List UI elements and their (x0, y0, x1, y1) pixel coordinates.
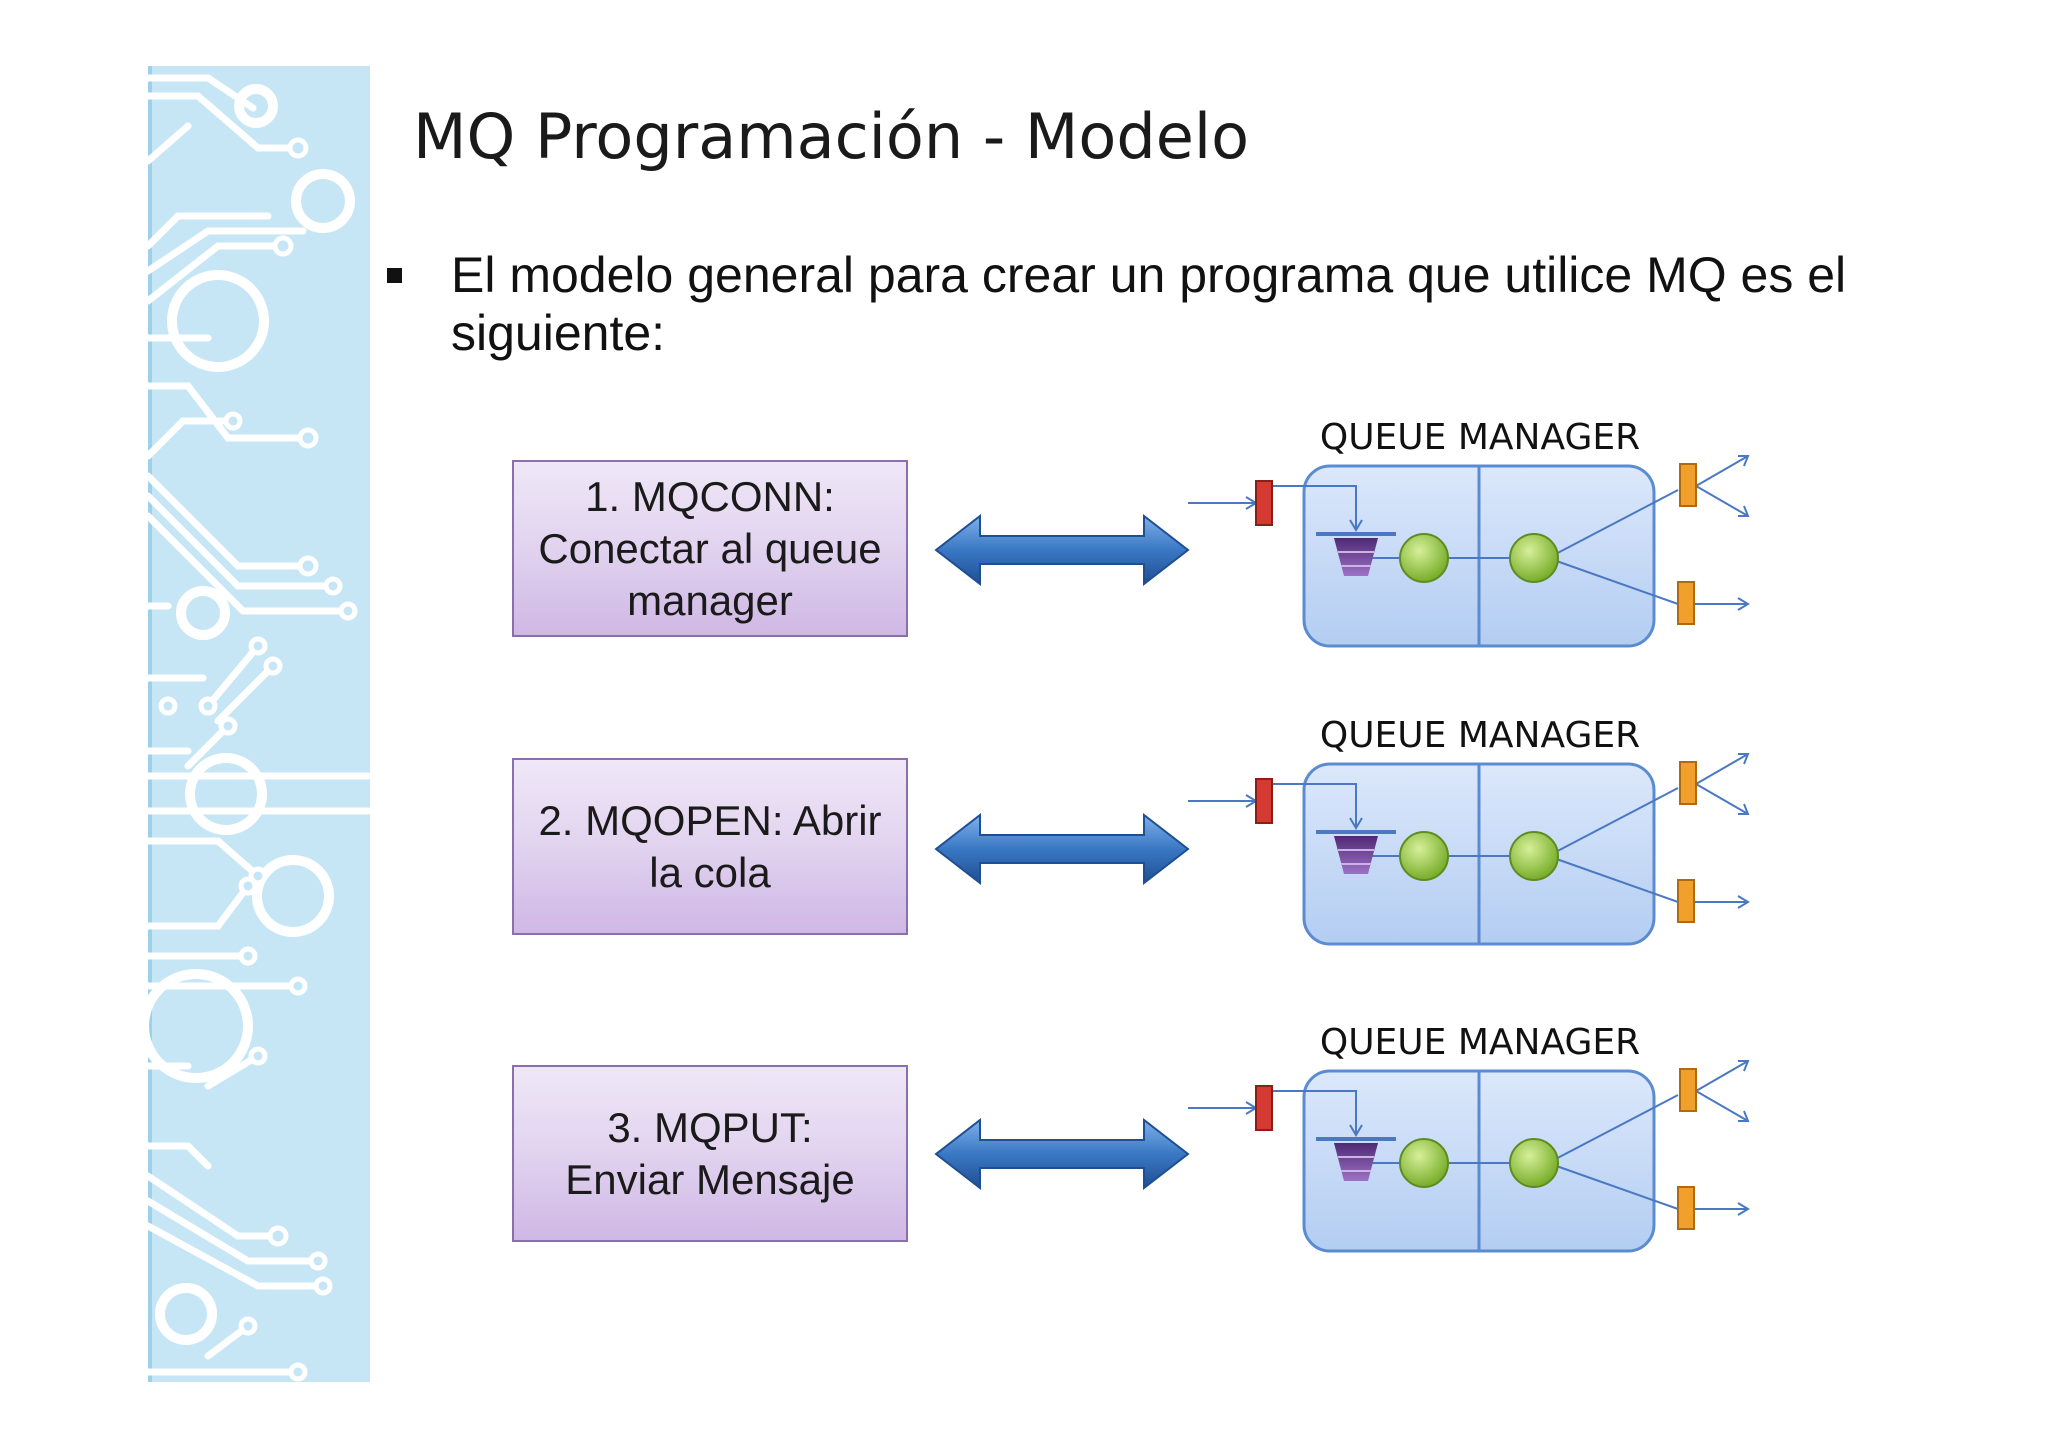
step-label: 1. MQCONN: Conectar al queue manager (538, 472, 882, 624)
queue-manager-label: QUEUE MANAGER (1319, 1022, 1641, 1063)
step-label: 3. MQPUT: Enviar Mensaje (565, 1103, 855, 1203)
slide-title: MQ Programación - Modelo (413, 100, 1250, 173)
step-box-mqconn: 1. MQCONN: Conectar al queue manager (512, 460, 908, 637)
step-box-mqopen: 2. MQOPEN: Abrir la cola (512, 758, 908, 935)
queue-manager-label: QUEUE MANAGER (1319, 715, 1641, 756)
queue-manager-diagram (1188, 455, 1750, 648)
queue-manager-diagram (1188, 753, 1750, 946)
circuit-board-decoration (148, 66, 370, 1382)
bullet-square-icon (387, 268, 402, 283)
queue-manager-label: QUEUE MANAGER (1319, 417, 1641, 458)
double-arrow-icon (934, 1118, 1190, 1190)
step-box-mqput: 3. MQPUT: Enviar Mensaje (512, 1065, 908, 1242)
bullet-text: El modelo general para crear un programa… (451, 247, 1847, 361)
double-arrow-icon (934, 514, 1190, 586)
double-arrow-icon (934, 813, 1190, 885)
queue-manager-diagram (1188, 1060, 1750, 1253)
step-label: 2. MQOPEN: Abrir la cola (538, 796, 882, 896)
